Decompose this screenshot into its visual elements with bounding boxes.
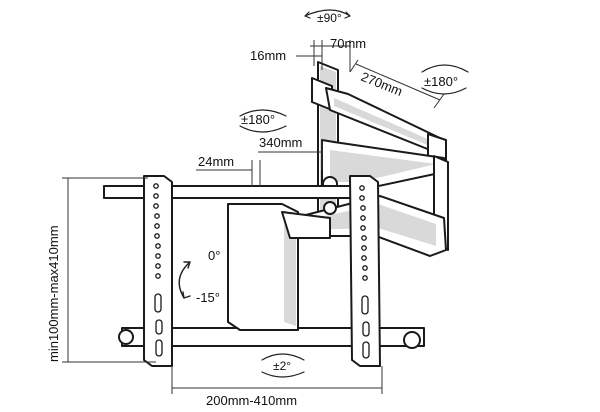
dim-270mm-label: 270mm — [359, 69, 405, 99]
dimension-lines — [62, 40, 445, 394]
dim-70mm-label: 70mm — [330, 36, 366, 51]
center-plate — [227, 203, 331, 331]
dim-24mm-label: 24mm — [198, 154, 234, 169]
upper-arm — [325, 87, 447, 163]
right-vertical-bracket — [349, 175, 381, 367]
rotation-90-label: ±90° — [317, 11, 342, 25]
swivel-right-label: ±180° — [424, 74, 458, 89]
left-vertical-bracket — [143, 175, 173, 367]
swivel-left-label: ±180° — [241, 112, 275, 127]
tilt-zero-label: 0° — [208, 248, 220, 263]
vesa-height-label: min100mm-max410mm — [46, 225, 61, 362]
level-adjust-label: ±2° — [273, 359, 291, 373]
dim-16mm-label: 16mm — [250, 48, 286, 63]
tilt-minus15-label: -15° — [196, 290, 220, 305]
vesa-width-label: 200mm-410mm — [206, 393, 297, 408]
dim-340mm-label: 340mm — [259, 135, 302, 150]
rotation-arrows — [178, 9, 469, 378]
